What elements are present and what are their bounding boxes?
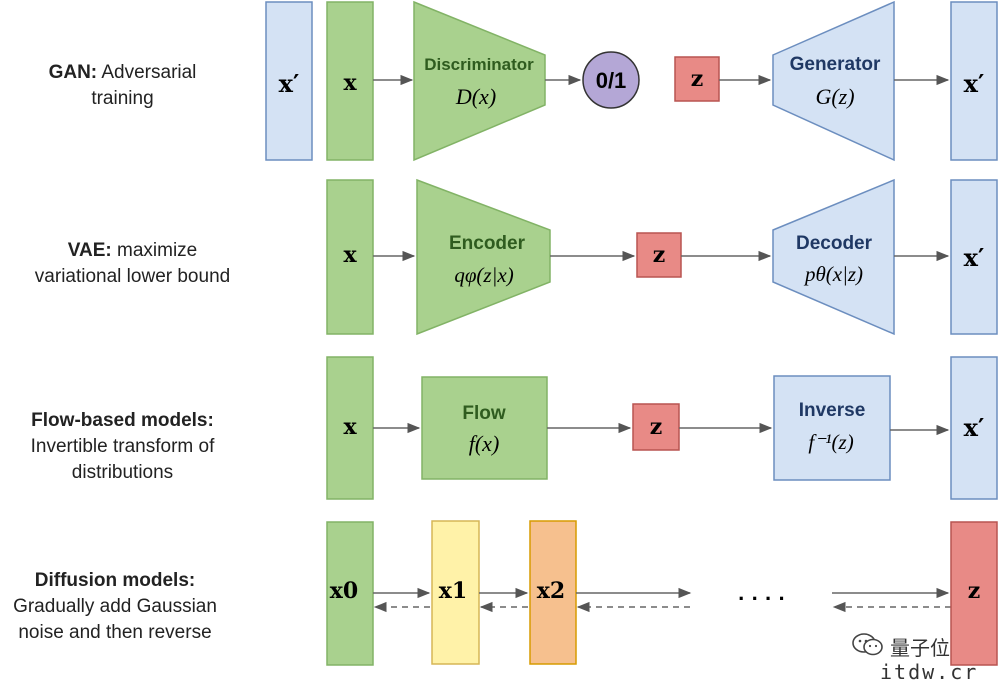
- vae-x-box: [326, 179, 374, 335]
- diffusion-row: x0 x1 x2 · · · · z: [326, 520, 998, 666]
- flow-math: f(x): [469, 431, 500, 456]
- flow-z-label: z: [650, 414, 663, 440]
- diff-x2-box: [529, 520, 577, 665]
- gan-x-prime-output-box: [950, 1, 998, 161]
- vae-label: VAE: maximize variational lower bound: [0, 238, 265, 290]
- diff-x2-label: x2: [537, 578, 565, 604]
- gan-output-label: 0/1: [596, 68, 627, 93]
- gan-x-prime-output-label: x′: [964, 69, 985, 98]
- wechat-icon: [852, 633, 883, 656]
- vae-x-label: x: [343, 242, 357, 268]
- vae-z-label: z: [653, 242, 666, 268]
- flow-label-line2: Invertible transform of: [30, 436, 215, 457]
- flow-label-bold: Flow-based models:: [31, 410, 214, 431]
- generator-math: G(z): [815, 84, 854, 109]
- diff-label-line3: noise and then reverse: [18, 622, 212, 643]
- inverse-block: [773, 375, 891, 481]
- diff-x1-label: x1: [439, 578, 467, 604]
- encoder-block: [416, 178, 551, 336]
- vae-x-prime-output-box: [950, 179, 998, 335]
- diff-label-bold: Diffusion models:: [34, 570, 196, 591]
- diff-x1-box: [431, 520, 480, 665]
- flow-label-line3: distributions: [71, 462, 174, 483]
- vae-x-prime-output-label: x′: [964, 243, 985, 272]
- watermark-site: itdw.cr: [880, 660, 979, 684]
- flow-title: Flow: [462, 403, 505, 424]
- generator-block: [772, 0, 895, 162]
- decoder-title: Decoder: [796, 233, 873, 254]
- gan-label-bold: GAN:: [48, 62, 98, 83]
- flow-x-prime-output-label: x′: [964, 413, 985, 442]
- discriminator-block: [413, 0, 546, 162]
- gan-z-label: z: [691, 66, 704, 92]
- discriminator-math: D(x): [455, 84, 496, 109]
- gan-z-box: [674, 56, 720, 102]
- vae-label-rest: maximize: [111, 240, 198, 261]
- flow-label: Flow-based models: Invertible transform …: [0, 408, 245, 486]
- gan-x-prime-input-box: [265, 1, 313, 161]
- gan-x-label: x: [343, 70, 357, 96]
- flow-z-box: [632, 403, 680, 451]
- gan-output-node: [582, 51, 640, 109]
- inverse-math: f⁻¹(z): [808, 430, 853, 454]
- diff-z-label: z: [968, 578, 981, 604]
- flow-x-label: x: [343, 414, 357, 440]
- vae-z-box: [636, 232, 682, 278]
- encoder-title: Encoder: [449, 233, 526, 254]
- gan-x-prime-input-label: x′: [279, 69, 300, 98]
- flow-block: [421, 376, 548, 480]
- gan-label: GAN: Adversarial training: [0, 60, 245, 112]
- diff-x0-label: x0: [330, 578, 358, 604]
- discriminator-title: Discriminator: [424, 55, 534, 74]
- encoder-math: qφ(z|x): [454, 263, 513, 287]
- vae-row: x Encoder qφ(z|x) z Decoder pθ(x|z) x′: [326, 178, 998, 336]
- gan-row: x′ x Discriminator D(x) 0/1 z Generator …: [265, 0, 998, 162]
- flow-row: x Flow f(x) z Inverse f⁻¹(z) x′: [326, 356, 998, 500]
- gan-label-rest: Adversarial: [97, 62, 197, 83]
- diff-z-box: [950, 521, 998, 666]
- vae-label-line2: variational lower bound: [34, 266, 231, 287]
- diff-label-line2: Gradually add Gaussian: [13, 596, 217, 617]
- watermark: 量子位 itdw.cr: [846, 630, 996, 688]
- inverse-title: Inverse: [799, 400, 866, 421]
- flow-x-prime-output-box: [950, 356, 998, 500]
- diff-label: Diffusion models: Gradually add Gaussian…: [0, 568, 230, 646]
- watermark-name: 量子位: [890, 636, 950, 660]
- diff-x0-box: [326, 521, 374, 666]
- vae-label-bold: VAE:: [67, 240, 112, 261]
- diff-ellipsis: · · · ·: [738, 586, 786, 611]
- generator-title: Generator: [790, 54, 881, 75]
- decoder-block: [772, 178, 895, 336]
- decoder-math: pθ(x|z): [803, 262, 863, 286]
- gan-x-box: [326, 1, 374, 161]
- gan-label-line2: training: [91, 88, 154, 109]
